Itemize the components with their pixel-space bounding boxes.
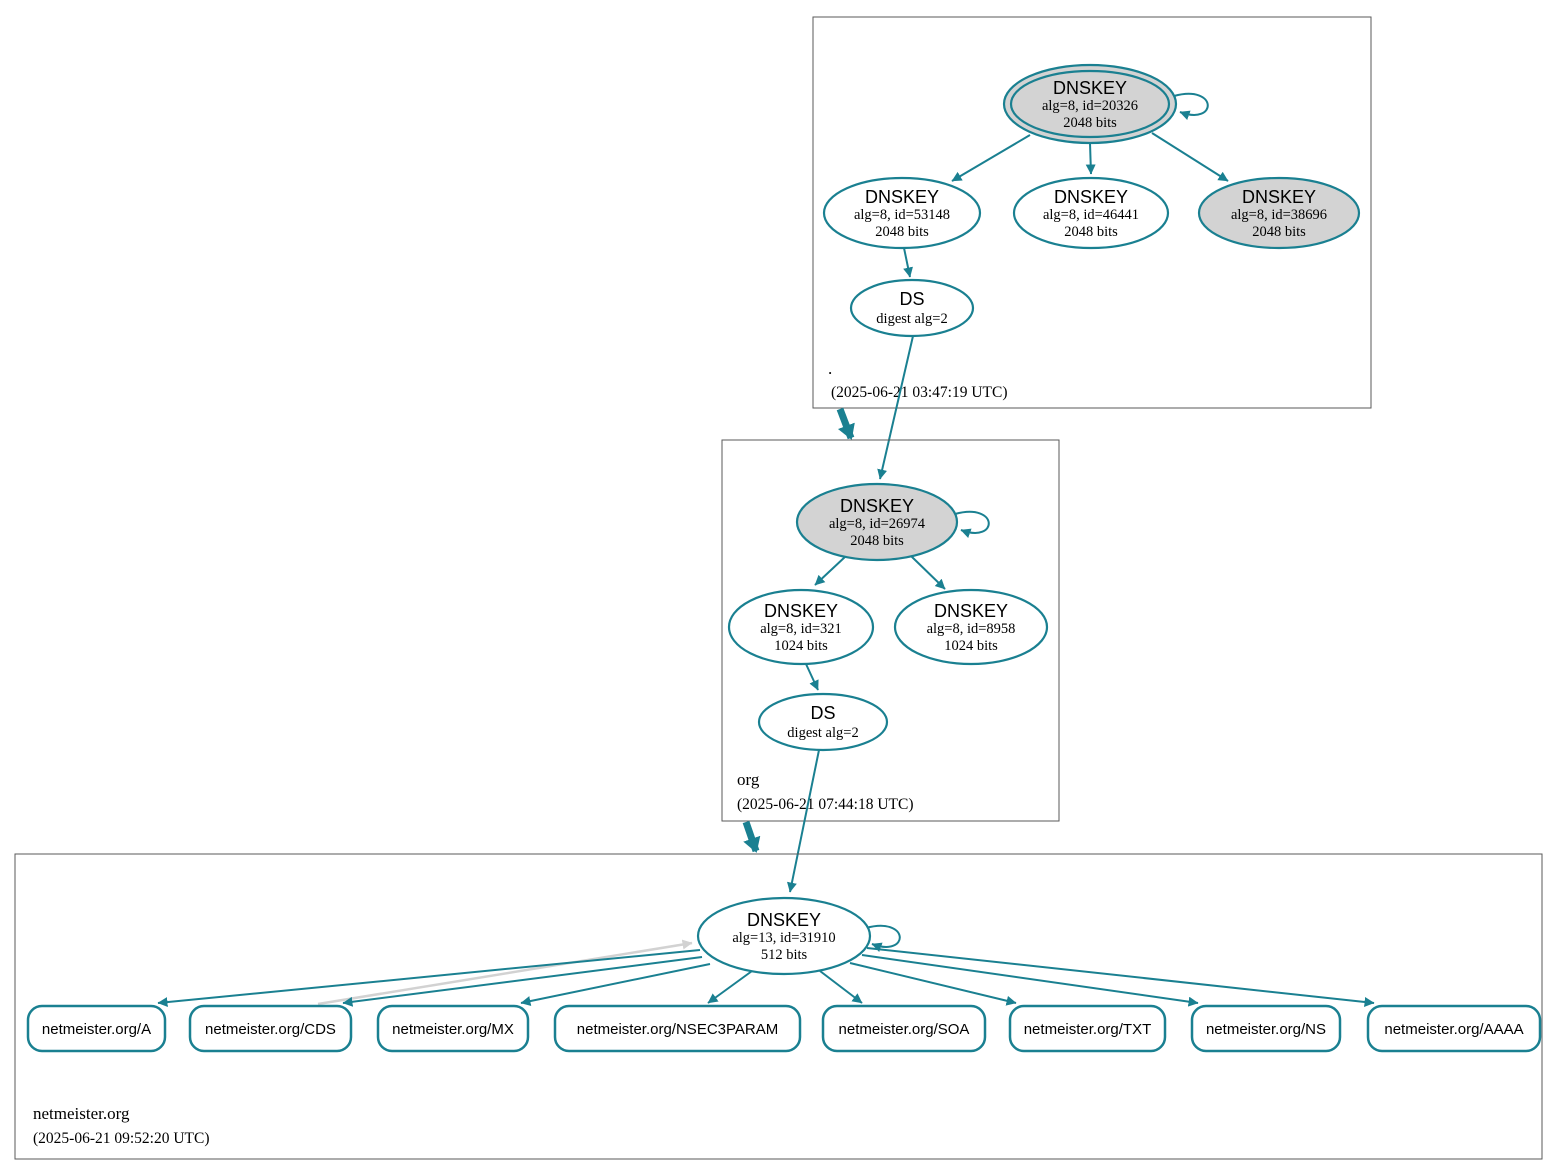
edge-netmeister-dnskey-selfloop (865, 924, 901, 952)
rrset-cds-label: netmeister.org/CDS (205, 1021, 336, 1038)
rrset-netmeister-org-mx: netmeister.org/MX (376, 1004, 530, 1053)
ds-node-root: DS digest alg=2 (849, 278, 975, 338)
edge-root-ksk-selfloop (1173, 92, 1209, 120)
dnskey-31910-detail: alg=13, id=31910 (732, 930, 835, 946)
dnskey-321-detail: alg=8, id=321 (760, 621, 842, 637)
edge-dnskey-to-rrset-aaaa (866, 947, 1375, 1007)
zone-root-name: . (828, 359, 832, 378)
zone-netmeister-timestamp: (2025-06-21 09:52:20 UTC) (33, 1130, 210, 1147)
edge-root-ds-to-org-ksk (877, 335, 914, 480)
zone-root-edges (836, 92, 1229, 480)
rrset-netmeister-org-soa: netmeister.org/SOA (821, 1004, 987, 1053)
dnskey-53148-detail: alg=8, id=53148 (854, 207, 950, 223)
dnskey-8958-detail: alg=8, id=8958 (927, 621, 1016, 637)
zone-netmeister-cluster: netmeister.org (2025-06-21 09:52:20 UTC) (14, 853, 1543, 1160)
dnskey-node-46441: DNSKEY alg=8, id=46441 2048 bits (1012, 176, 1170, 250)
rrset-ns-label: netmeister.org/NS (1206, 1021, 1326, 1038)
dnskey-46441-title: DNSKEY (1054, 187, 1128, 207)
dnskey-node-8958: DNSKEY alg=8, id=8958 1024 bits (893, 588, 1049, 666)
rrset-txt-label: netmeister.org/TXT (1024, 1021, 1152, 1038)
zone-netmeister-edges (157, 924, 1375, 1008)
dnskey-321-bits: 1024 bits (774, 638, 828, 654)
ds-org-detail: digest alg=2 (787, 725, 858, 741)
dnskey-31910-bits: 512 bits (761, 947, 808, 963)
dnskey-20326-title: DNSKEY (1053, 78, 1127, 98)
rrset-a-label: netmeister.org/A (42, 1021, 151, 1038)
dnskey-53148-bits: 2048 bits (875, 224, 929, 240)
dnskey-20326-bits: 2048 bits (1063, 115, 1117, 131)
zone-org-timestamp: (2025-06-21 07:44:18 UTC) (737, 796, 914, 813)
rrset-netmeister-org-cds: netmeister.org/CDS (188, 1004, 353, 1053)
dnskey-38696-bits: 2048 bits (1252, 224, 1306, 240)
zone-root-cluster: . (2025-06-21 03:47:19 UTC) (812, 16, 1372, 409)
rrset-mx-label: netmeister.org/MX (392, 1021, 514, 1038)
edge-root-to-org-delegation (836, 407, 855, 440)
zone-netmeister-border (14, 853, 1543, 1160)
edge-org-ksk-to-zsk2 (910, 555, 946, 590)
dnskey-321-title: DNSKEY (764, 601, 838, 621)
rrset-netmeister-org-aaaa: netmeister.org/AAAA (1366, 1004, 1542, 1053)
rrset-aaaa-label: netmeister.org/AAAA (1384, 1021, 1523, 1038)
dnskey-8958-bits: 1024 bits (944, 638, 998, 654)
dnskey-26974-detail: alg=8, id=26974 (829, 516, 926, 532)
edge-dnskey-to-rrset-soa (819, 970, 863, 1004)
edge-dnskey-to-rrset-nsec3param (707, 970, 753, 1004)
edge-root-ksk-to-zsk3 (1151, 132, 1229, 182)
ds-root-detail: digest alg=2 (876, 311, 947, 327)
edge-org-ds-to-netmeister-dnskey (787, 749, 820, 893)
ds-org-title: DS (810, 703, 835, 723)
edge-dnskey-to-rrset-txt (849, 962, 1017, 1006)
zone-org-cluster: org (2025-06-21 07:44:18 UTC) (721, 439, 1060, 822)
zone-root-border (812, 16, 1372, 409)
dnskey-node-38696: DNSKEY alg=8, id=38696 2048 bits (1197, 176, 1361, 250)
rrset-netmeister-org-txt: netmeister.org/TXT (1008, 1004, 1167, 1053)
zone-org-name: org (737, 770, 760, 789)
dnskey-node-31910: DNSKEY alg=13, id=31910 512 bits (696, 896, 872, 976)
edge-dnskey-to-rrset-mx (520, 963, 711, 1006)
edge-root-ksk-to-zsk2 (1085, 142, 1096, 175)
dnskey-53148-title: DNSKEY (865, 187, 939, 207)
edge-cds-to-dnskey-gray (317, 939, 693, 1006)
rrset-soa-label: netmeister.org/SOA (839, 1021, 970, 1038)
ds-node-org: DS digest alg=2 (757, 692, 889, 752)
edge-root-zsk1-to-ds (903, 247, 913, 278)
edge-org-to-netmeister-delegation (742, 820, 761, 853)
dnskey-8958-title: DNSKEY (934, 601, 1008, 621)
zone-org-edges (742, 510, 990, 893)
edge-dnskey-to-rrset-cds (342, 956, 703, 1007)
dnskey-38696-detail: alg=8, id=38696 (1231, 207, 1327, 223)
dnskey-node-53148: DNSKEY alg=8, id=53148 2048 bits (822, 176, 982, 250)
edge-org-ksk-to-zsk1 (814, 555, 847, 586)
zone-org-border (721, 439, 1060, 822)
rrset-netmeister-org-nsec3param: netmeister.org/NSEC3PARAM (553, 1004, 802, 1053)
edge-org-ksk-selfloop (954, 510, 990, 538)
edge-dnskey-to-rrset-a (157, 949, 701, 1008)
dnskey-46441-bits: 2048 bits (1064, 224, 1118, 240)
dnskey-46441-detail: alg=8, id=46441 (1043, 207, 1139, 223)
dnskey-26974-bits: 2048 bits (850, 533, 904, 549)
edge-org-zsk1-to-ds (805, 663, 819, 691)
dnskey-20326-detail: alg=8, id=20326 (1042, 98, 1138, 114)
dnskey-26974-title: DNSKEY (840, 496, 914, 516)
dnskey-31910-title: DNSKEY (747, 910, 821, 930)
zone-netmeister-name: netmeister.org (33, 1104, 130, 1123)
zone-root-timestamp: (2025-06-21 03:47:19 UTC) (831, 384, 1008, 401)
edge-root-ksk-to-zsk1 (951, 134, 1031, 182)
dnskey-38696-title: DNSKEY (1242, 187, 1316, 207)
dnskey-node-26974: DNSKEY alg=8, id=26974 2048 bits (795, 482, 959, 562)
dnskey-node-20326: DNSKEY alg=8, id=20326 2048 bits (1002, 63, 1178, 145)
edge-dnskey-to-rrset-ns (861, 954, 1199, 1007)
dnskey-node-321: DNSKEY alg=8, id=321 1024 bits (727, 588, 875, 666)
rrset-netmeister-org-ns: netmeister.org/NS (1190, 1004, 1342, 1053)
rrset-nsec3param-label: netmeister.org/NSEC3PARAM (577, 1021, 778, 1038)
rrset-netmeister-org-a: netmeister.org/A (26, 1004, 167, 1053)
ds-root-title: DS (899, 289, 924, 309)
